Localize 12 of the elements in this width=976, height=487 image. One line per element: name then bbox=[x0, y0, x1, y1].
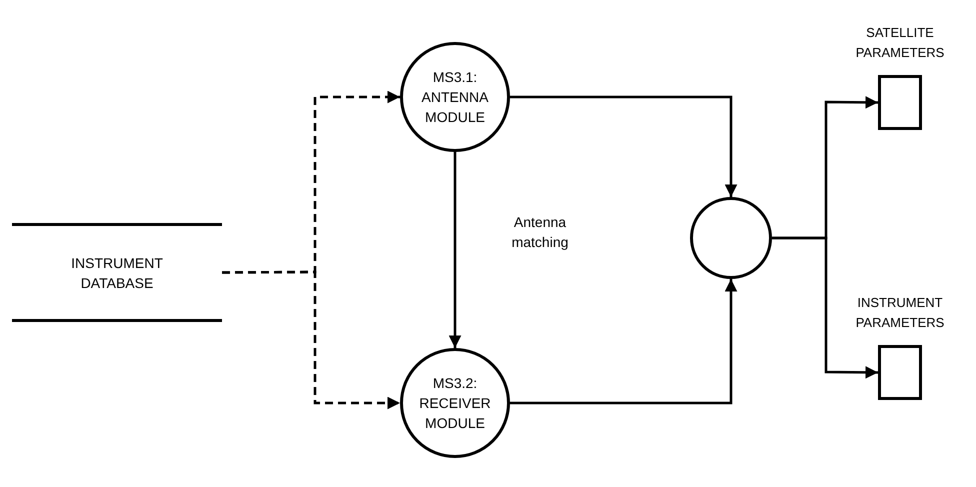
arrow bbox=[510, 96, 738, 197]
edge-label: Antenna matching bbox=[510, 213, 570, 252]
box-heading: SATELLITE PARAMETERS bbox=[854, 24, 946, 62]
store-label: INSTRUMENT DATABASE bbox=[70, 254, 164, 292]
arrow bbox=[222, 270, 400, 410]
arrow bbox=[772, 236, 878, 379]
process-label: MS3.2: RECEIVER MODULE bbox=[418, 374, 492, 433]
box-heading: INSTRUMENT PARAMETERS bbox=[854, 294, 946, 332]
arrow bbox=[448, 152, 462, 348]
data-store bbox=[12, 223, 222, 322]
arrow bbox=[510, 279, 738, 404]
process-label: MS3.1: ANTENNA MODULE bbox=[420, 68, 490, 127]
